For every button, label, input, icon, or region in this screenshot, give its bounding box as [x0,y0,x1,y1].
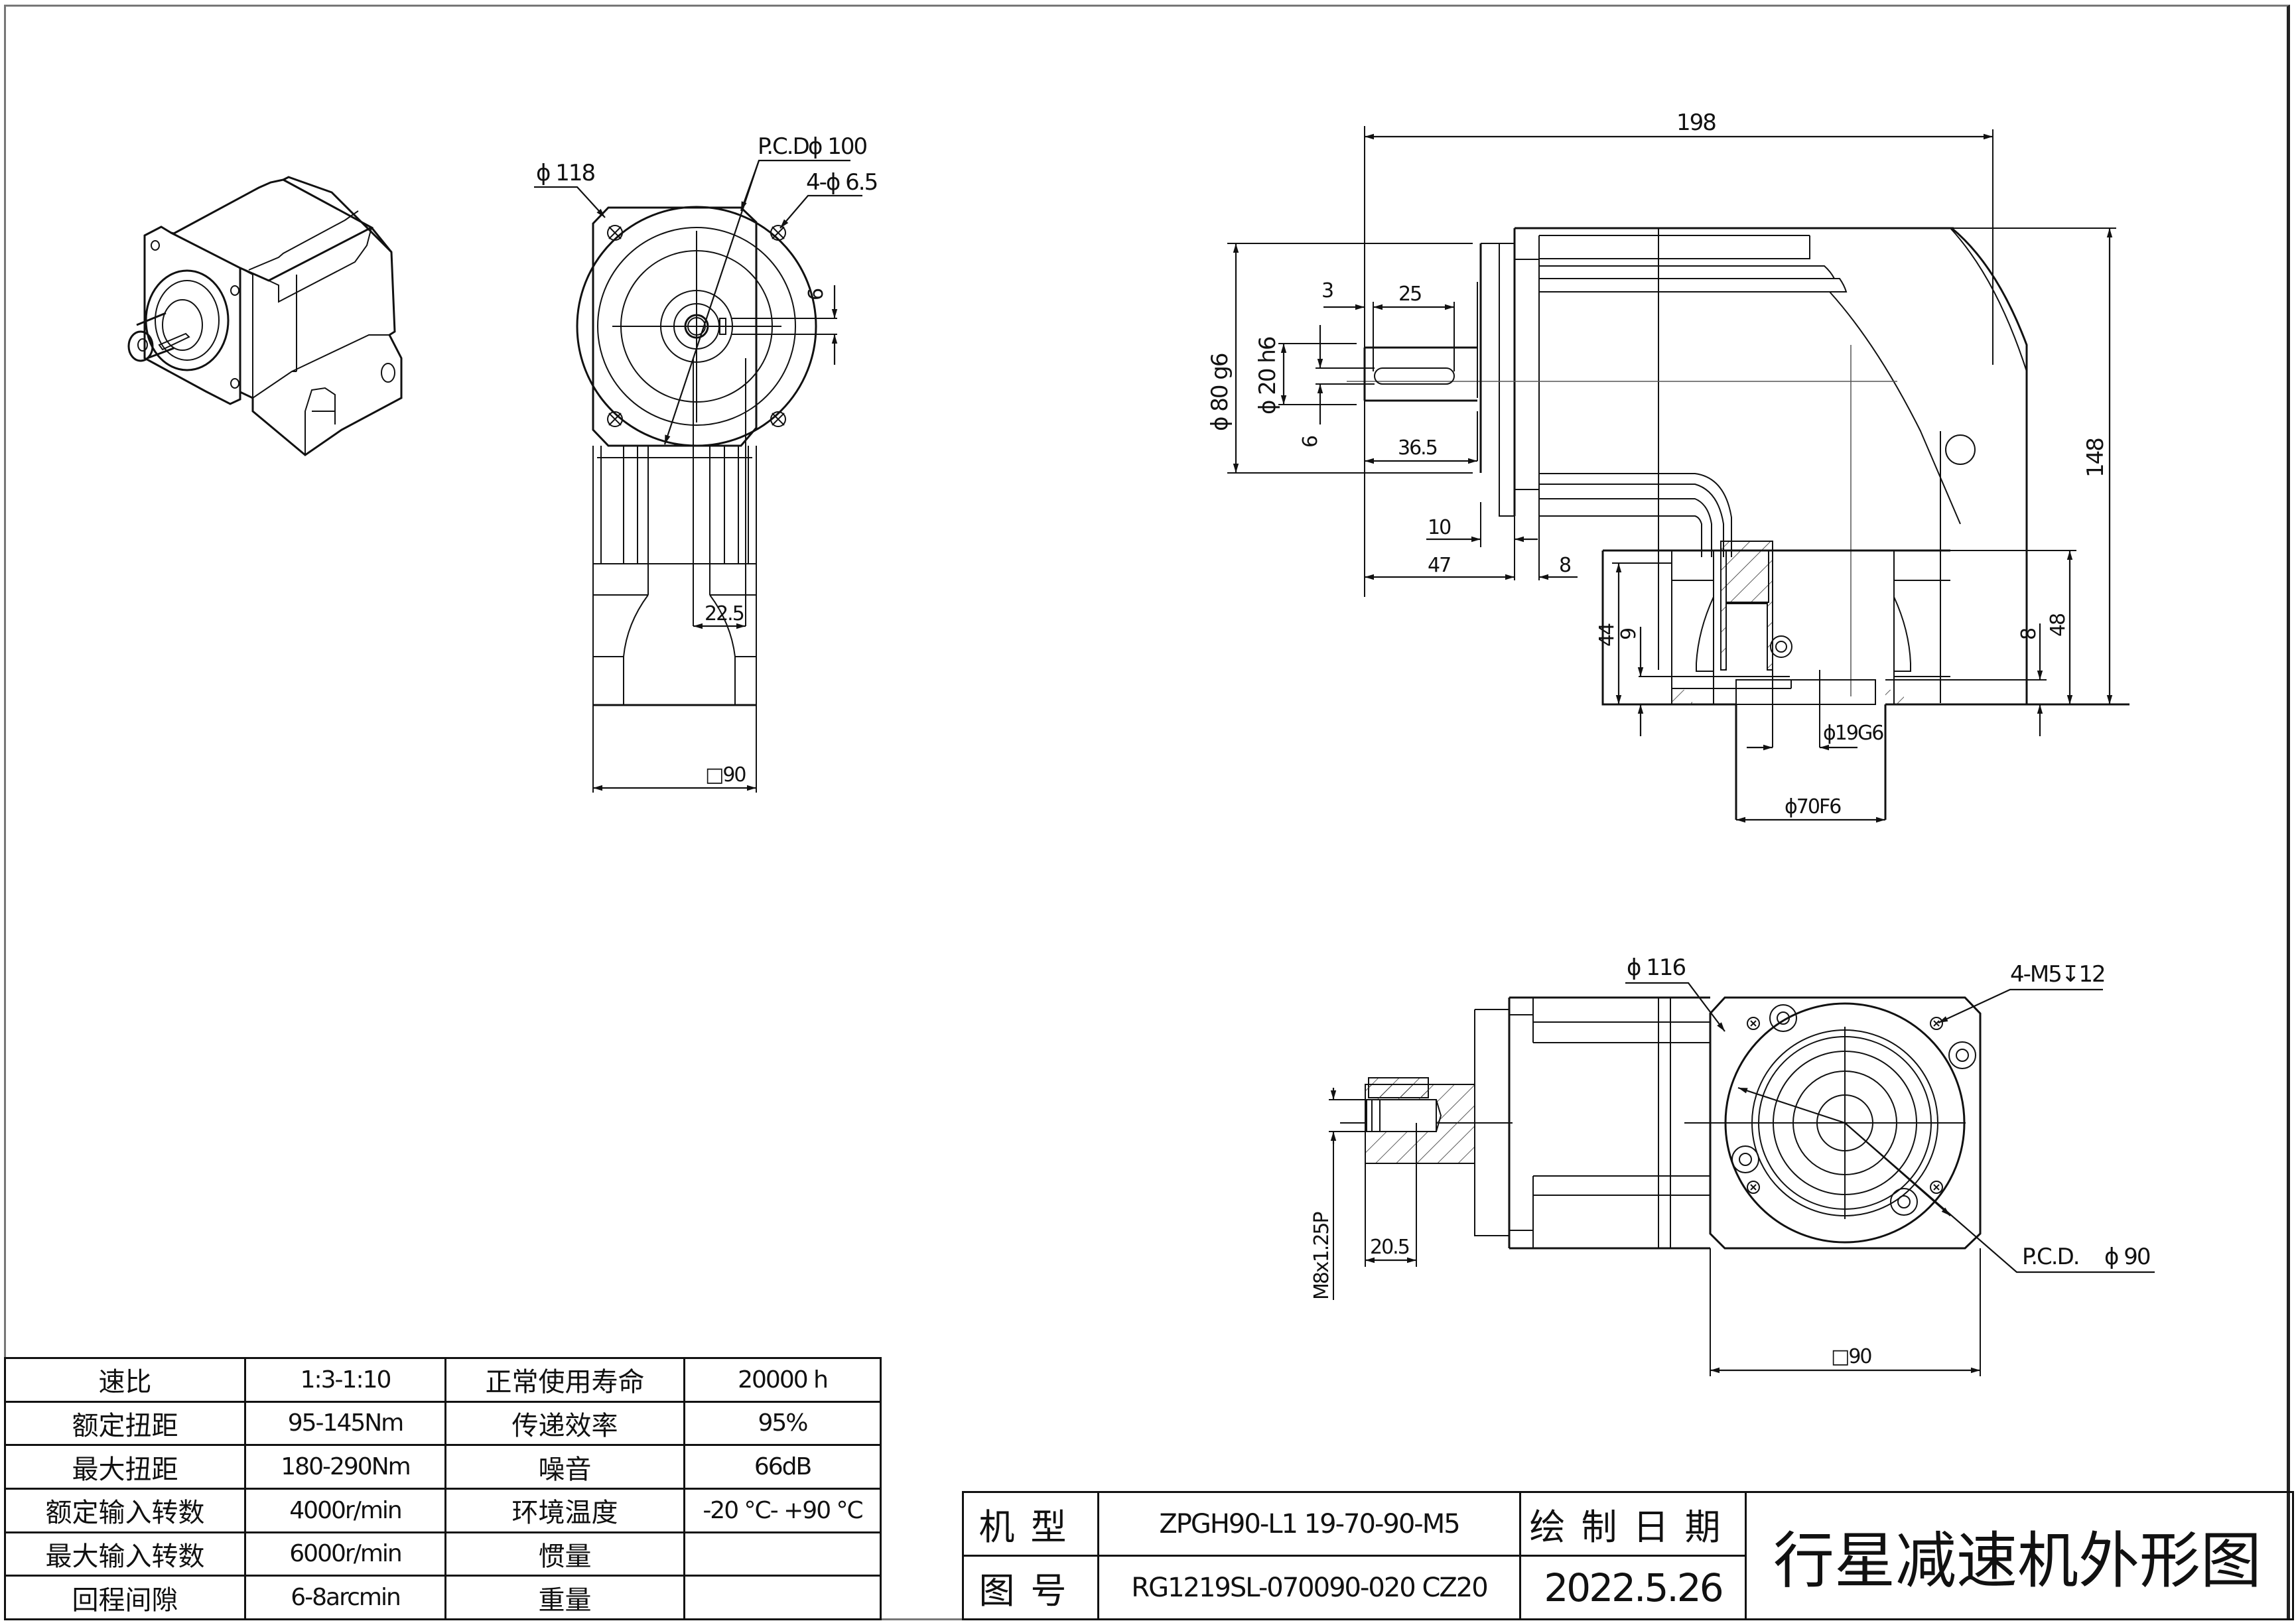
dim-key-length: 25 [1398,283,1421,306]
spec-label-1: 额定输入转数 [4,1487,246,1533]
dim-overall-height: 148 [2082,438,2109,478]
dim-flange-offset: 47 [1428,554,1450,577]
spec-row: 速比 1:3-1:10 正常使用寿命 20000 h [4,1357,882,1403]
dim-base-step-8: 8 [2017,628,2041,640]
spec-value-1: 95-145Nm [244,1400,446,1447]
dim-holes-front: 4-ϕ 6.5 [806,169,877,196]
dim-shaft-length: 36.5 [1398,436,1437,460]
dim-key-offset: 3 [1321,279,1333,302]
spec-label-1: 速比 [4,1357,246,1403]
spec-value-2: 20000 h [683,1357,882,1403]
spec-value-2: -20 °C- +90 °C [683,1487,882,1533]
spec-label-2: 环境温度 [444,1487,685,1533]
spec-value-1: 6-8arcmin [244,1575,446,1620]
dim-tapped-holes: 4-M5↧12 [2010,961,2105,988]
dim-thread-depth: 20.5 [1370,1236,1409,1259]
dim-flange-thickness: 8 [1559,554,1571,577]
tapped-holes [1731,1004,1976,1216]
spec-label-1: 额定扭距 [4,1400,246,1447]
spec-label-2: 重量 [444,1575,685,1620]
dim-square-90-bottom: □90 [1831,1345,1871,1368]
dim-flange-116: ϕ 116 [1627,954,1686,981]
dim-pilot-diameter: ϕ 80 g6 [1207,354,1233,431]
dim-base-44: 44 [1595,623,1619,647]
spec-label-2: 传递效率 [444,1400,685,1447]
dim-square-90-front: □90 [705,763,746,787]
side-view: 198 ϕ 80 g6 ϕ 20 h6 6 3 25 36.5 10 47 8 [1207,109,2129,823]
spec-row: 回程间隙 6-8arcmin 重量 [4,1575,882,1620]
spec-value-1: 4000r/min [244,1487,446,1533]
dim-overall-length: 198 [1676,109,1716,136]
dim-pcd-label-front: P.C.D [758,133,809,160]
dim-key-width: 6 [1299,436,1322,448]
spec-row: 最大输入转数 6000r/min 惯量 [4,1531,882,1577]
dim-shaft-diameter: ϕ 20 h6 [1254,337,1281,415]
spec-value-2: 95% [683,1400,882,1447]
dim-pcd-value-bottom: ϕ 90 [2104,1244,2150,1270]
dim-output-height-48: 48 [2047,614,2070,637]
dim-pcd-label-bottom: P.C.D. [2022,1244,2079,1270]
spec-value-1: 1:3-1:10 [244,1357,446,1403]
spec-row: 额定输入转数 4000r/min 环境温度 -20 °C- +90 °C [4,1487,882,1533]
dim-key-6-front: 6 [805,289,828,300]
model-label: 机型 [962,1491,1099,1557]
spec-label-2: 正常使用寿命 [444,1357,685,1403]
spec-value-2 [683,1575,882,1620]
spec-label-2: 噪音 [444,1444,685,1490]
drawing-title: 行星减速机外形图 [1745,1491,2294,1620]
date-label: 绘制日期 [1519,1491,1747,1557]
isometric-view [127,176,403,456]
bottom-view: M8x1.25P 20.5 □90 ϕ 116 4-M5↧12 P.C.D. ϕ… [1310,954,2155,1376]
dim-base-step-9: 9 [1617,629,1641,640]
spec-value-1: 180-290Nm [244,1444,446,1490]
dim-base-slot: 22.5 [705,602,744,625]
model-value: ZPGH90-L1 19-70-90-M5 [1097,1491,1521,1557]
drawing-no-value: RG1219SL-070090-020 CZ20 [1097,1555,1521,1620]
spec-value-1: 6000r/min [244,1531,446,1577]
spec-table: 速比 1:3-1:10 正常使用寿命 20000 h 额定扭距 95-145Nm… [4,1357,882,1620]
date-value: 2022.5.26 [1519,1555,1747,1620]
spec-row: 最大扭距 180-290Nm 噪音 66dB [4,1444,882,1490]
spec-row: 额定扭距 95-145Nm 传递效率 95% [4,1400,882,1447]
dim-pilot-length: 10 [1428,516,1451,539]
dim-output-bore: ϕ19G6 [1823,722,1883,745]
spec-label-1: 回程间隙 [4,1575,246,1620]
dim-thread: M8x1.25P [1310,1211,1333,1300]
spec-value-2 [683,1531,882,1577]
spec-value-2: 66dB [683,1444,882,1490]
title-block: 机型 ZPGH90-L1 19-70-90-M5 绘制日期 行星减速机外形图 图… [962,1491,2294,1620]
spec-label-1: 最大扭距 [4,1444,246,1490]
front-view: 22.5 □90 ϕ 118 P.C.D ϕ 100 4-ϕ 6.5 6 [534,133,878,793]
dim-flange-118: ϕ 118 [536,160,595,186]
dim-pcd-value-front: ϕ 100 [808,133,867,160]
spec-label-1: 最大输入转数 [4,1531,246,1577]
drawing-no-label: 图号 [962,1555,1099,1620]
mounting-holes [607,225,786,427]
dim-output-pilot: ϕ70F6 [1785,795,1841,818]
spec-label-2: 惯量 [444,1531,685,1577]
